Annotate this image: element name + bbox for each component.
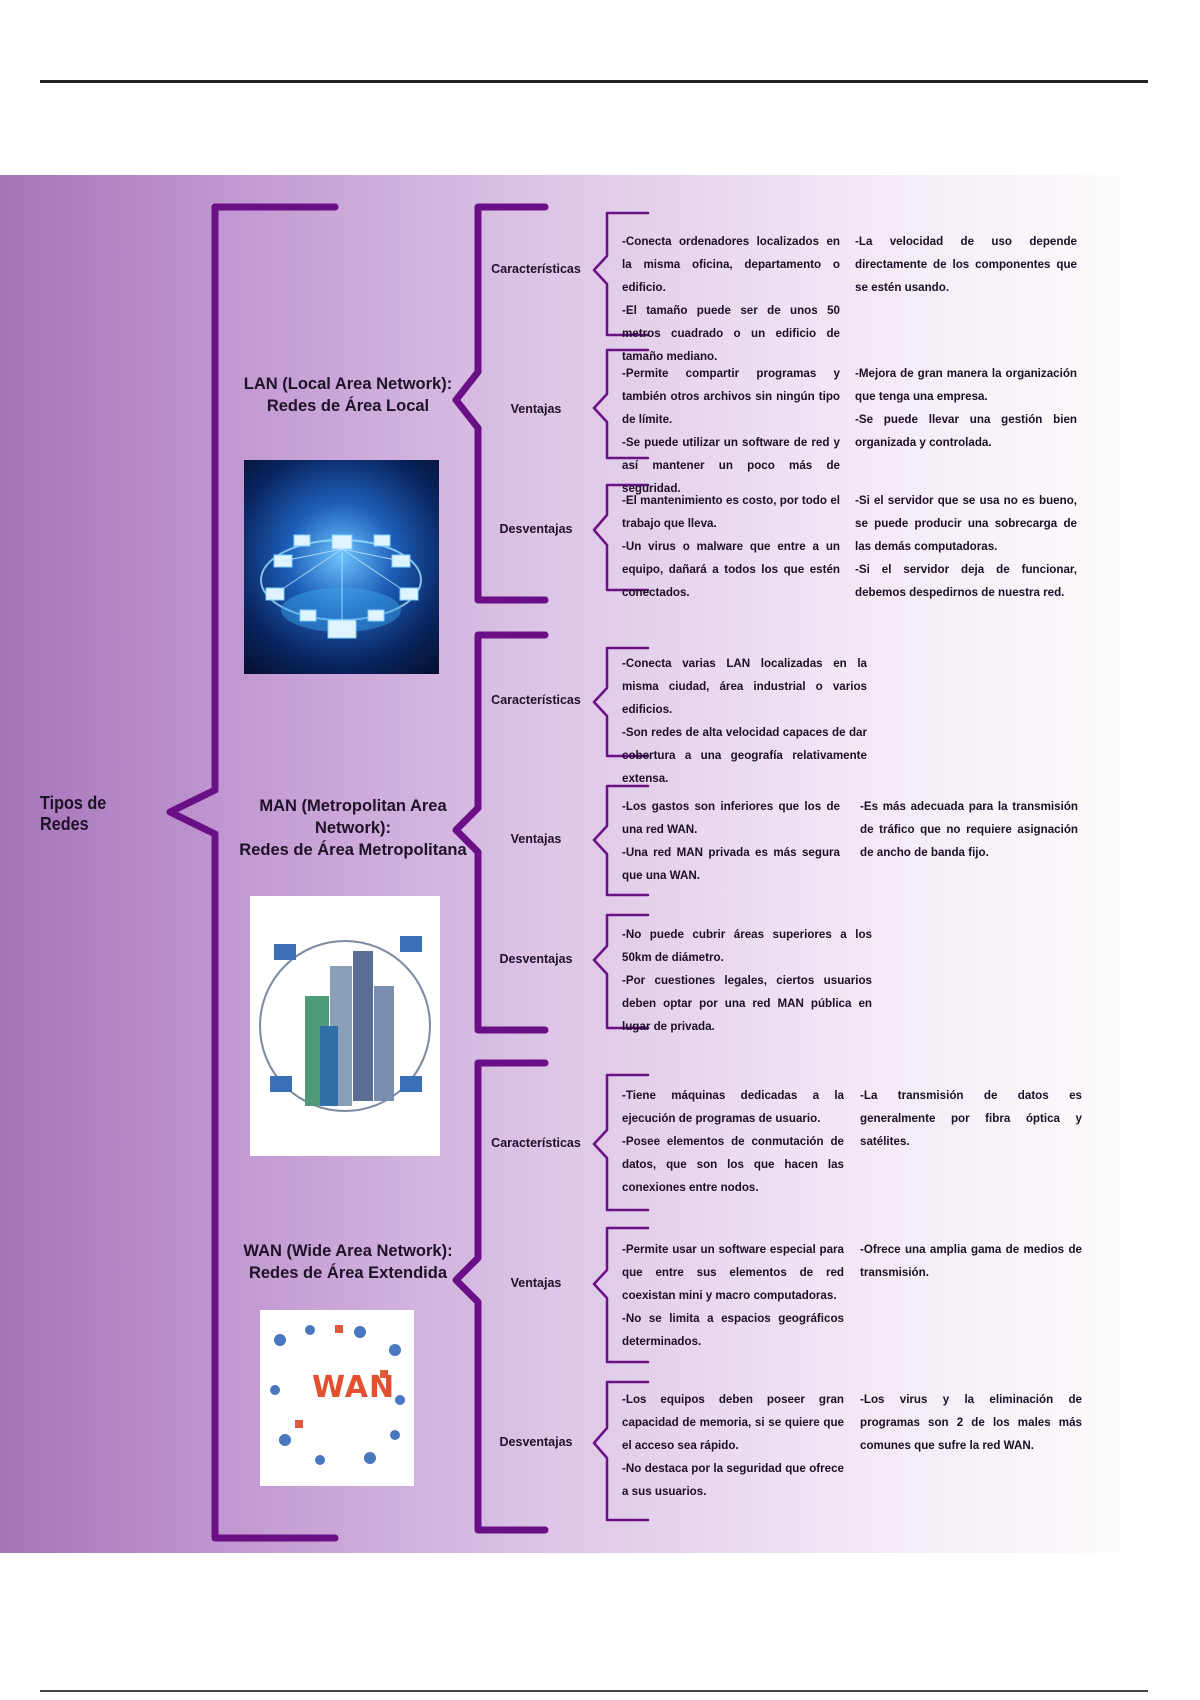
point-text: -Ofrece una amplia gama de medios de tra… — [860, 1243, 1082, 1279]
wan-icons-illustration-icon — [270, 1325, 405, 1465]
point-text: -Permite usar un software especial para … — [622, 1243, 844, 1302]
man-caracteristicas-label: Características — [491, 693, 581, 707]
point-text: -Una red MAN privada es más segura que u… — [622, 846, 840, 882]
lan-title: LAN (Local Area Network): Redes de Área … — [228, 373, 468, 417]
man-network-image — [250, 896, 440, 1156]
man-ven-bracket — [592, 784, 650, 897]
lan-des-bracket — [592, 483, 650, 592]
man-city-network-illustration-icon — [259, 936, 431, 1112]
lan-network-image — [244, 460, 439, 674]
wan-title: WAN (Wide Area Network): Redes de Área E… — [228, 1240, 468, 1284]
root-label: Tipos de Redes — [40, 793, 107, 834]
wan-ventajas-label: Ventajas — [510, 1276, 562, 1290]
man-title-line2: Redes de Área Metropolitana — [239, 841, 467, 859]
point-text: -Se puede utilizar un software de red y … — [622, 436, 840, 495]
man-car-bracket — [592, 646, 650, 758]
wan-des-bracket — [592, 1380, 650, 1522]
man-bracket — [452, 631, 549, 1034]
man-car-left: -Conecta varias LAN localizadas en la mi… — [622, 652, 867, 790]
point-text: -Posee elementos de conmutación de datos… — [622, 1135, 844, 1194]
point-text: -Conecta ordenadores localizados en la m… — [622, 235, 840, 294]
point-text: -Permite compartir programas y también o… — [622, 367, 840, 426]
man-des-left: -No puede cubrir áreas superiores a los … — [622, 923, 872, 1038]
point-text: -Un virus o malware que entre a un equip… — [622, 540, 840, 599]
wan-ven-right: -Ofrece una amplia gama de medios de tra… — [860, 1238, 1082, 1284]
lan-desventajas-label: Desventajas — [499, 522, 573, 536]
point-text: -No puede cubrir áreas superiores a los … — [622, 928, 872, 964]
lan-ven-bracket — [592, 348, 650, 460]
point-text: -No destaca por la seguridad que ofrece … — [622, 1462, 844, 1498]
lan-car-left: -Conecta ordenadores localizados en la m… — [622, 230, 840, 368]
root-bracket — [166, 203, 339, 1542]
man-desventajas-label: Desventajas — [499, 952, 573, 966]
top-rule — [40, 80, 1148, 83]
lan-des-right: -Si el servidor que se usa no es bueno, … — [855, 489, 1077, 604]
point-text: -La velocidad de uso depende directament… — [855, 235, 1077, 294]
lan-ven-right: -Mejora de gran manera la organización q… — [855, 362, 1077, 454]
wan-ven-left: -Permite usar un software especial para … — [622, 1238, 844, 1353]
wan-desventajas-label: Desventajas — [499, 1435, 573, 1449]
man-ven-left: -Los gastos son inferiores que los de un… — [622, 795, 840, 887]
point-text: -El tamaño puede ser de unos 50 metros c… — [622, 304, 840, 363]
point-text: -No se limita a espacios geográficos det… — [622, 1312, 844, 1348]
wan-des-right: -Los virus y la eliminación de programas… — [860, 1388, 1082, 1457]
wan-title-line2: Redes de Área Extendida — [248, 1264, 448, 1282]
wan-network-image: WAN — [260, 1310, 414, 1486]
point-text: -Si el servidor que se usa no es bueno, … — [855, 494, 1077, 553]
lan-ven-left: -Permite compartir programas y también o… — [622, 362, 840, 500]
point-text: -Se puede llevar una gestión bien organi… — [855, 413, 1077, 449]
point-text: -Tiene máquinas dedicadas a la ejecución… — [622, 1089, 844, 1125]
lan-title-line1: LAN (Local Area Network): — [243, 375, 453, 393]
bottom-rule — [40, 1690, 1148, 1692]
wan-car-left: -Tiene máquinas dedicadas a la ejecución… — [622, 1084, 844, 1199]
wan-image-word: WAN — [312, 1370, 396, 1405]
lan-network-illustration-icon — [260, 534, 422, 639]
lan-car-bracket — [592, 211, 650, 337]
point-text: -Son redes de alta velocidad capaces de … — [622, 726, 867, 785]
wan-des-left: -Los equipos deben poseer gran capacidad… — [622, 1388, 844, 1503]
wan-title-line1: WAN (Wide Area Network): — [243, 1242, 453, 1260]
lan-car-right: -La velocidad de uso depende directament… — [855, 230, 1077, 299]
point-text: -El mantenimiento es costo, por todo el … — [622, 494, 840, 530]
man-ven-right: -Es más adecuada para la transmisión de … — [860, 795, 1078, 864]
wan-ven-bracket — [592, 1226, 650, 1364]
point-text: -Conecta varias LAN localizadas en la mi… — [622, 657, 867, 716]
man-title: MAN (Metropolitan Area Network): Redes d… — [228, 795, 478, 861]
lan-bracket — [452, 203, 549, 604]
point-text: -Los equipos deben poseer gran capacidad… — [622, 1393, 844, 1452]
man-des-bracket — [592, 913, 650, 1030]
wan-car-bracket — [592, 1073, 650, 1212]
diagram-panel — [0, 175, 1120, 1553]
lan-ventajas-label: Ventajas — [510, 402, 562, 416]
point-text: -Si el servidor deja de funcionar, debem… — [855, 563, 1077, 599]
man-ventajas-label: Ventajas — [510, 832, 562, 846]
point-text: -Mejora de gran manera la organización q… — [855, 367, 1077, 403]
point-text: -Los gastos son inferiores que los de un… — [622, 800, 840, 836]
wan-caracteristicas-label: Características — [491, 1136, 581, 1150]
point-text: -Es más adecuada para la transmisión de … — [860, 800, 1078, 859]
lan-des-left: -El mantenimiento es costo, por todo el … — [622, 489, 840, 604]
wan-bracket — [452, 1059, 549, 1534]
point-text: -La transmisión de datos es generalmente… — [860, 1089, 1082, 1148]
point-text: -Los virus y la eliminación de programas… — [860, 1393, 1082, 1452]
lan-title-line2: Redes de Área Local — [266, 397, 430, 415]
man-title-line1: MAN (Metropolitan Area Network): — [259, 797, 447, 837]
point-text: -Por cuestiones legales, ciertos usuario… — [622, 974, 872, 1033]
lan-caracteristicas-label: Características — [491, 262, 581, 276]
wan-car-right: -La transmisión de datos es generalmente… — [860, 1084, 1082, 1153]
